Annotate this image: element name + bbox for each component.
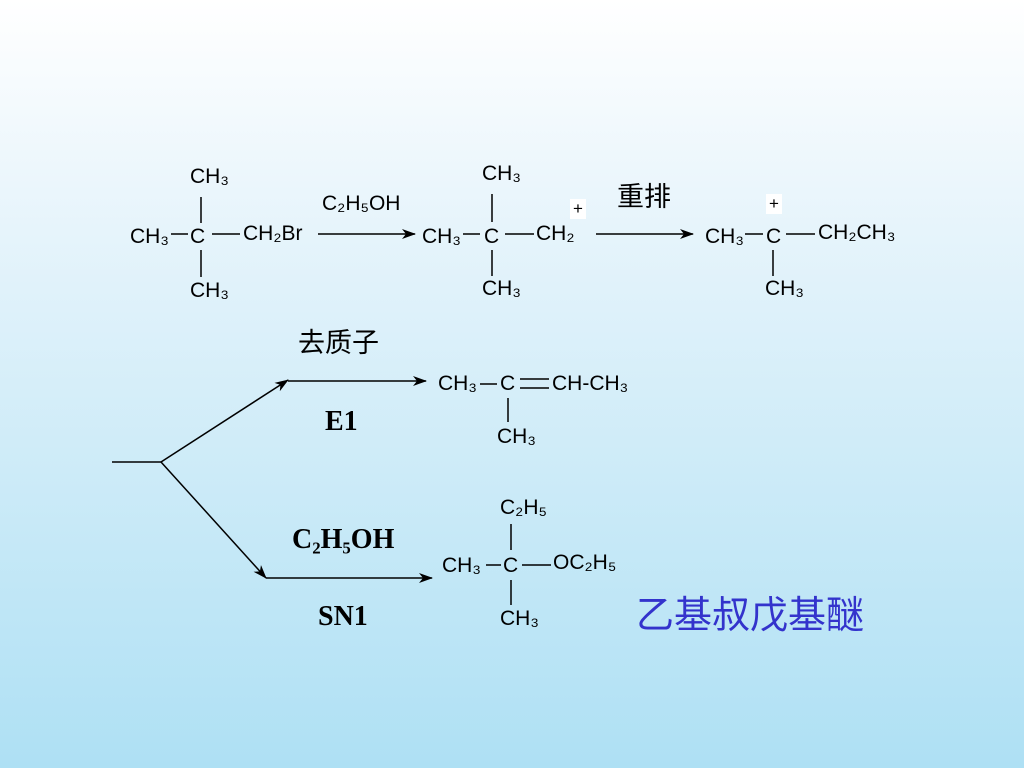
product-name: 乙基叔戊基醚 <box>636 593 865 637</box>
rearrangement-label: 重排 <box>617 182 671 213</box>
reagent-ethanol-2: C₂H₅OH <box>292 524 395 555</box>
ether-c2h5-top: C₂H₅ <box>500 496 547 519</box>
cation1-ch3-top: CH₃ <box>482 162 521 185</box>
cation2-ch3-left: CH₃ <box>705 225 744 248</box>
alkene-ch3-left: CH₃ <box>438 372 477 395</box>
cation1-ch2: CH₂ <box>536 222 575 245</box>
alkene-carbon: C <box>500 372 516 395</box>
sn1-label: SN1 <box>318 601 368 632</box>
branch-up <box>160 379 289 463</box>
deprotonation-label: 去质子 <box>298 328 379 359</box>
cation2-ch3-bottom: CH₃ <box>765 277 804 300</box>
reactant-ch2br: CH₂Br <box>243 222 303 245</box>
reactant-carbon: C <box>190 225 206 248</box>
branch-down <box>160 461 267 579</box>
reactant-ch3-left: CH₃ <box>130 225 169 248</box>
alkene-ch-ch3: CH-CH₃ <box>552 372 629 395</box>
ether-ch3-left: CH₃ <box>442 554 481 577</box>
ether-oc2h5: OC₂H₅ <box>553 551 617 574</box>
cation1-charge: + <box>570 199 586 219</box>
ether-ch3-bottom: CH₃ <box>500 607 539 630</box>
cation1-ch3-left: CH₃ <box>422 225 461 248</box>
cation2-charge: + <box>766 194 782 214</box>
e1-label: E1 <box>325 406 358 437</box>
cation1-ch3-bottom: CH₃ <box>482 277 521 300</box>
reactant-ch3-top: CH₃ <box>190 165 229 188</box>
cation2-ch2ch3: CH₂CH₃ <box>818 221 896 244</box>
cation2-carbon: C <box>766 225 782 248</box>
reagent-ethanol-1: C₂H₅OH <box>322 192 401 215</box>
alkene-ch3-bottom: CH₃ <box>497 425 536 448</box>
ether-carbon: C <box>503 554 519 577</box>
reactant-ch3-bottom: CH₃ <box>190 279 229 302</box>
cation1-carbon: C <box>484 225 500 248</box>
